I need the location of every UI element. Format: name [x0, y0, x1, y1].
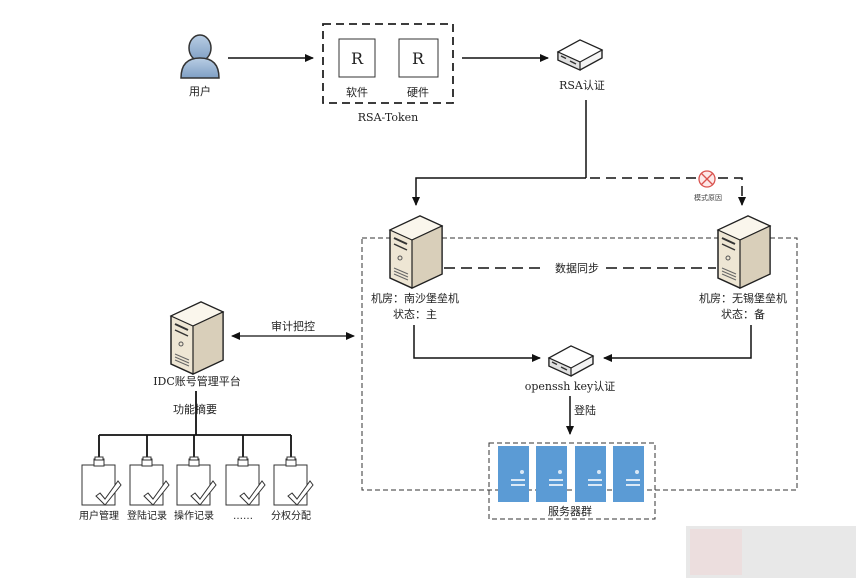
- primary-bastion-node: 机房：南沙堡垒机 状态：主: [371, 215, 459, 321]
- server-rack-icon: [613, 446, 644, 502]
- user-node: 用户: [180, 34, 220, 98]
- feature-item: 分权分配: [271, 435, 314, 522]
- user-icon: [180, 34, 220, 79]
- software-token-box: [338, 38, 376, 78]
- server-racks: [498, 446, 644, 502]
- hardware-token-glyph: R: [412, 49, 425, 68]
- feature-label: 用户管理: [79, 509, 119, 522]
- watermark: [686, 526, 856, 578]
- auth-device-icon: [557, 39, 603, 71]
- server-cluster-frame: [488, 442, 656, 520]
- blocked-icon: [698, 170, 716, 188]
- backup-bastion-node: 机房：无锡堡垒机 状态：备: [699, 215, 787, 321]
- feature-label: 操作记录: [174, 509, 214, 522]
- failover-note: 模式原因: [694, 170, 722, 202]
- primary-to-openssh-arrow: [413, 325, 541, 362]
- login-label: 登陆: [574, 403, 596, 417]
- server-rack-icon: [536, 446, 567, 502]
- server-tower-icon: [170, 301, 224, 375]
- watermark-logo-icon: [690, 529, 742, 575]
- idc-platform-node: IDC账号管理平台: [153, 301, 241, 388]
- backup-to-openssh-arrow: [603, 325, 752, 362]
- features-label: 功能摘要: [173, 402, 217, 416]
- hardware-token-label: 硬件: [407, 86, 429, 99]
- openssh-auth-node: openssh key认证: [525, 345, 616, 393]
- backup-bastion-location: 机房：无锡堡垒机: [699, 291, 787, 305]
- server-tower-icon: [389, 215, 443, 289]
- feature-item: 用户管理: [79, 435, 122, 522]
- feature-label: ……: [233, 511, 253, 522]
- checklist-icon: [81, 456, 122, 506]
- sync-label: 数据同步: [555, 261, 599, 275]
- rsa-auth-label: RSA认证: [559, 79, 605, 92]
- server-rack-icon: [498, 446, 529, 502]
- feature-label: 登陆记录: [127, 509, 167, 522]
- rsa-token-group: R 软件 R 硬件 RSA-Token: [322, 23, 454, 124]
- checklist-icon: [129, 456, 170, 506]
- rsa-token-group-label: RSA-Token: [358, 111, 418, 124]
- features-tree: 用户管理登陆记录操作记录 …… 分权分配: [79, 434, 314, 522]
- server-tower-icon: [717, 215, 771, 289]
- primary-bastion-status: 状态：主: [393, 307, 437, 321]
- backup-bastion-status: 状态：备: [721, 307, 765, 321]
- server-cluster-label: 服务器群: [548, 504, 592, 518]
- checklist-icon: [225, 456, 266, 506]
- audit-label: 审计把控: [271, 319, 315, 333]
- feature-item: 登陆记录: [127, 435, 170, 522]
- rsa-token-frame: [322, 23, 454, 104]
- rsa-auth-node: RSA认证: [557, 39, 605, 92]
- checklist-icon: [176, 456, 217, 506]
- to-backup-dashed-arrow: [590, 177, 746, 206]
- to-primary-arrow: [412, 177, 586, 206]
- server-cluster: 服务器群: [488, 442, 656, 520]
- checklist-icon: [273, 456, 314, 506]
- software-token-label: 软件: [346, 85, 368, 99]
- primary-bastion-location: 机房：南沙堡垒机: [371, 291, 459, 305]
- feature-item: 操作记录: [174, 435, 217, 522]
- server-rack-icon: [575, 446, 606, 502]
- openssh-auth-label: openssh key认证: [525, 380, 616, 393]
- feature-item: ……: [225, 435, 266, 522]
- hardware-token-box: [398, 38, 439, 78]
- auth-device-icon: [548, 345, 594, 377]
- idc-platform-label: IDC账号管理平台: [153, 374, 241, 388]
- software-token-glyph: R: [351, 49, 364, 68]
- failover-note-label: 模式原因: [694, 193, 722, 202]
- user-label: 用户: [189, 84, 211, 98]
- feature-label: 分权分配: [271, 509, 311, 522]
